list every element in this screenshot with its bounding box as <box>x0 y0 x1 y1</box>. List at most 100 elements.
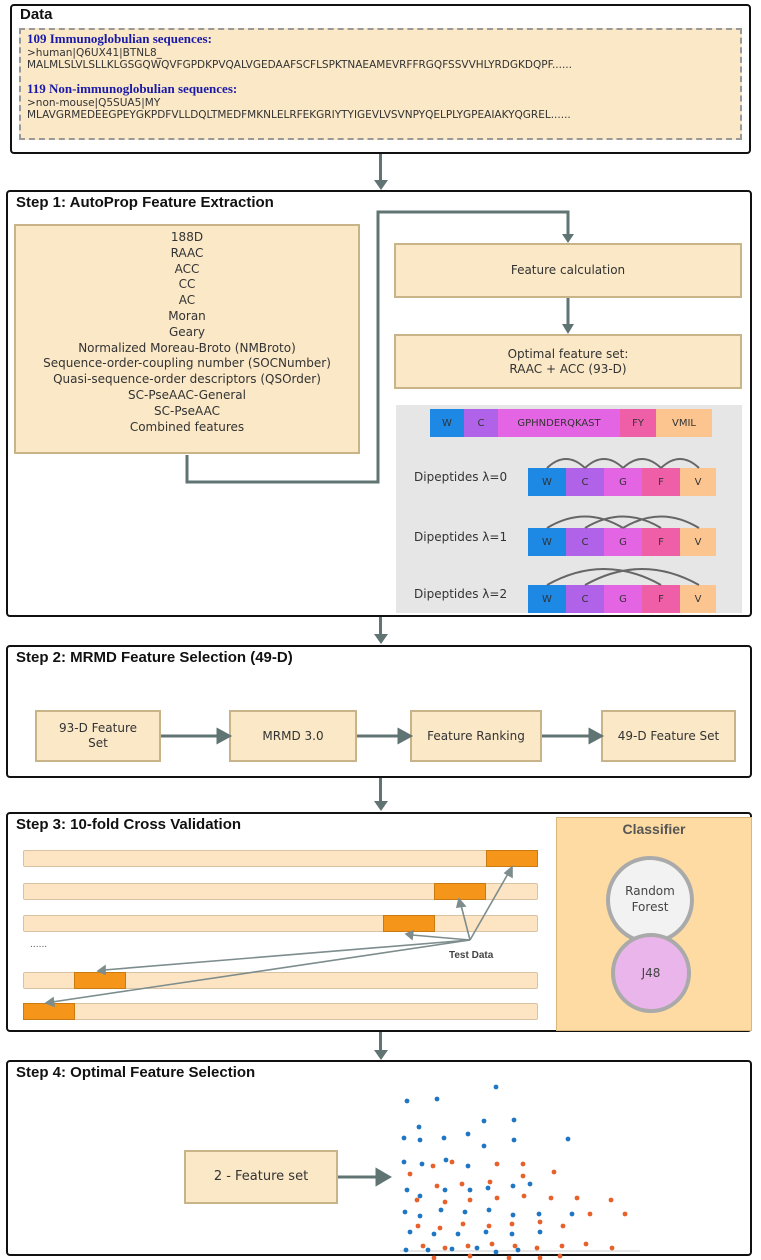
scatter-point-orange <box>494 1195 500 1201</box>
scatter-point-blue <box>511 1117 517 1123</box>
scatter-point-orange <box>415 1223 421 1229</box>
res-f: F <box>642 468 680 496</box>
step4-panel: Step 4: Optimal Feature Selection <box>6 1060 752 1256</box>
step2-title: Step 2: MRMD Feature Selection (49-D) <box>16 649 293 666</box>
optimal-line-1: Optimal feature set: <box>507 346 629 361</box>
optimal-feature-set-box: Optimal feature set: RAAC + ACC (93-D) <box>394 334 742 389</box>
scatter-point-blue <box>402 1209 408 1215</box>
scatter-point-blue <box>401 1159 407 1165</box>
scatter-point-blue <box>474 1245 480 1251</box>
immuno-header: 109 Immunoglobulian sequences: <box>27 31 212 46</box>
scatter-point-orange <box>509 1221 515 1227</box>
scatter-point-blue <box>536 1211 542 1217</box>
scatter-point-blue <box>481 1118 487 1124</box>
scatter-point-orange <box>557 1253 563 1259</box>
scatter-point-blue <box>441 1135 447 1141</box>
feature-item: Normalized Moreau-Broto (NMBroto) <box>78 340 296 355</box>
feature-item: Combined features <box>129 419 245 434</box>
scatter-point-blue <box>515 1247 521 1253</box>
connector-arrow-2 <box>379 617 382 636</box>
scatter-point-blue <box>455 1231 461 1237</box>
feature-set-box: 2 - Feature set <box>184 1150 338 1204</box>
scatter-point-orange <box>551 1169 557 1175</box>
scatter-point-orange <box>467 1197 473 1203</box>
scatter-point-blue <box>569 1211 575 1217</box>
scatter-point-blue <box>417 1213 423 1219</box>
j48-node: J48 <box>611 933 691 1013</box>
step2-box-93d: 93-D Feature Set <box>35 710 161 762</box>
random-forest-label: Random Forest <box>625 884 675 914</box>
step1-title: Step 1: AutoProp Feature Extraction <box>16 194 274 211</box>
scatter-point-orange <box>622 1211 628 1217</box>
res-c: C <box>566 528 604 556</box>
scatter-point-orange <box>434 1183 440 1189</box>
scatter-point-blue <box>511 1137 517 1143</box>
connector-arrow-4 <box>379 1032 382 1052</box>
scatter-point-orange <box>437 1225 443 1231</box>
scatter-point-blue <box>417 1193 423 1199</box>
scatter-point-blue <box>425 1247 431 1253</box>
scatter-point-blue <box>465 1163 471 1169</box>
scatter-point-orange <box>460 1221 466 1227</box>
fold-bar-9 <box>23 972 538 989</box>
scatter-point-blue <box>443 1157 449 1163</box>
scatter-point-orange <box>521 1193 527 1199</box>
connector-arrow-1 <box>379 154 382 182</box>
step2-box-ranking: Feature Ranking <box>410 710 542 762</box>
scatter-point-orange <box>574 1195 580 1201</box>
fold-bar-2 <box>23 883 538 900</box>
scatter-point-orange <box>583 1241 589 1247</box>
dipeptide-row-2: W C G F V <box>528 585 716 613</box>
data-panel-title: Data <box>20 6 53 23</box>
scatter-point-orange <box>559 1243 565 1249</box>
feature-item: ACC <box>174 261 200 276</box>
scatter-point-blue <box>537 1229 543 1235</box>
scatter-point-orange <box>465 1243 471 1249</box>
group-fy: FY <box>620 409 656 437</box>
connector-arrowhead-3 <box>374 801 388 811</box>
dipeptide-row-0: W C G F V <box>528 468 716 496</box>
amino-group-bar: W C GPHNDERQKAST FY VMIL <box>430 409 712 437</box>
test-data-label: Test Data <box>449 950 494 961</box>
test-fold-3 <box>383 915 435 932</box>
res-v: V <box>680 528 716 556</box>
step4-title: Step 4: Optimal Feature Selection <box>16 1064 256 1081</box>
step2-box-mrmd: MRMD 3.0 <box>229 710 357 762</box>
scatter-point-blue <box>404 1187 410 1193</box>
scatter-point-blue <box>565 1136 571 1142</box>
fold-ellipsis: ...... <box>30 940 48 950</box>
res-c: C <box>566 468 604 496</box>
res-f: F <box>642 528 680 556</box>
scatter-point-orange <box>548 1195 554 1201</box>
dipeptide-label-0: Dipeptides λ=0 <box>414 470 508 484</box>
connector-arrowhead-4 <box>374 1050 388 1060</box>
scatter-point-blue <box>417 1137 423 1143</box>
scatter-point-orange <box>449 1159 455 1165</box>
group-gphnderqkast: GPHNDERQKAST <box>498 409 620 437</box>
scatter-point-orange <box>609 1245 615 1251</box>
res-v: V <box>680 585 716 613</box>
scatter-point-orange <box>407 1171 413 1177</box>
res-c: C <box>566 585 604 613</box>
sequence-box: 109 Immunoglobulian sequences: >human|Q6… <box>19 28 742 140</box>
non-immuno-id: >non-mouse|Q5SUA5|MY <box>27 97 161 109</box>
scatter-point-blue <box>483 1229 489 1235</box>
feature-item: SC-PseAAC <box>154 403 220 418</box>
group-w: W <box>430 409 464 437</box>
scatter-point-blue <box>403 1247 409 1253</box>
step3-title: Step 3: 10-fold Cross Validation <box>16 816 242 833</box>
feature-item: Geary <box>168 324 206 339</box>
feature-list-box: 188D RAAC ACC CC AC Moran Geary Normaliz… <box>14 224 360 454</box>
feature-item: Moran <box>168 308 206 323</box>
data-panel: Data 109 Immunoglobulian sequences: >hum… <box>10 4 751 154</box>
scatter-point-blue <box>465 1131 471 1137</box>
scatter-point-orange <box>431 1255 437 1260</box>
connector-arrowhead-1 <box>374 180 388 190</box>
res-v: V <box>680 468 716 496</box>
scatter-point-blue <box>462 1209 468 1215</box>
scatter-point-orange <box>487 1179 493 1185</box>
j48-label: J48 <box>641 966 661 980</box>
